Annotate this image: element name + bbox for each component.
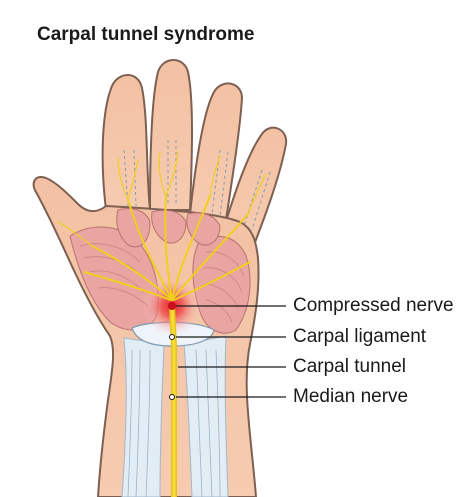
nerve-branch-tips xyxy=(57,151,267,247)
compression-point xyxy=(168,302,176,310)
nerve-branches xyxy=(83,195,251,301)
median-nerve xyxy=(169,303,177,497)
label-carpal-tunnel: Carpal tunnel xyxy=(293,356,407,377)
diagram-title: Carpal tunnel syndrome xyxy=(37,24,255,45)
label-carpal-ligament: Carpal ligament xyxy=(293,326,427,347)
leader-lines xyxy=(176,305,286,398)
label-compressed-nerve: Compressed nerve xyxy=(293,295,454,316)
label-median-nerve: Median nerve xyxy=(293,386,409,407)
leader-dots xyxy=(169,334,175,400)
